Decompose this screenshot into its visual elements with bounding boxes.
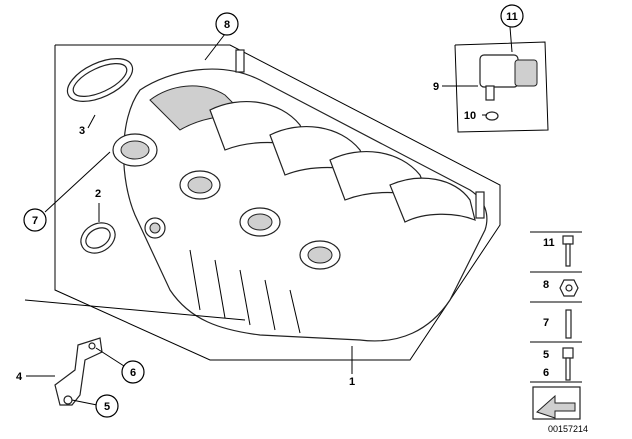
label-10: 10 [464, 110, 476, 122]
svg-text:6: 6 [130, 367, 136, 379]
svg-text:7: 7 [32, 215, 38, 227]
reference-number: 00157214 [548, 424, 588, 434]
sensor-group-frame [454, 41, 549, 133]
label-9: 9 [433, 81, 439, 93]
leader-lines [26, 26, 513, 406]
callout-11: 11 [500, 4, 524, 28]
label-1: 1 [349, 376, 355, 388]
fastener-legend [530, 231, 582, 420]
label-2: 2 [95, 188, 101, 200]
svg-text:11: 11 [506, 11, 518, 23]
callout-6: 6 [121, 360, 145, 384]
callout-7: 7 [23, 208, 47, 232]
callout-8: 8 [215, 12, 239, 36]
legend-label-11: 11 [543, 237, 555, 249]
svg-text:5: 5 [104, 401, 110, 413]
legend-label-6: 6 [543, 367, 549, 379]
seal-ring [485, 111, 499, 121]
label-3: 3 [79, 125, 85, 137]
legend-label-5: 5 [543, 349, 549, 361]
legend-label-7: 7 [543, 317, 549, 329]
intake-manifold [112, 49, 488, 342]
gasket-small [80, 222, 116, 254]
svg-text:8: 8 [224, 19, 230, 31]
legend-label-8: 8 [543, 279, 549, 291]
gasket-ring-large [66, 58, 134, 102]
leader-bracket [24, 299, 246, 321]
label-4: 4 [16, 371, 23, 383]
pressure-sensor [479, 54, 538, 101]
callout-5: 5 [95, 394, 119, 418]
bracket [54, 337, 103, 406]
assembly-frame [54, 44, 501, 361]
